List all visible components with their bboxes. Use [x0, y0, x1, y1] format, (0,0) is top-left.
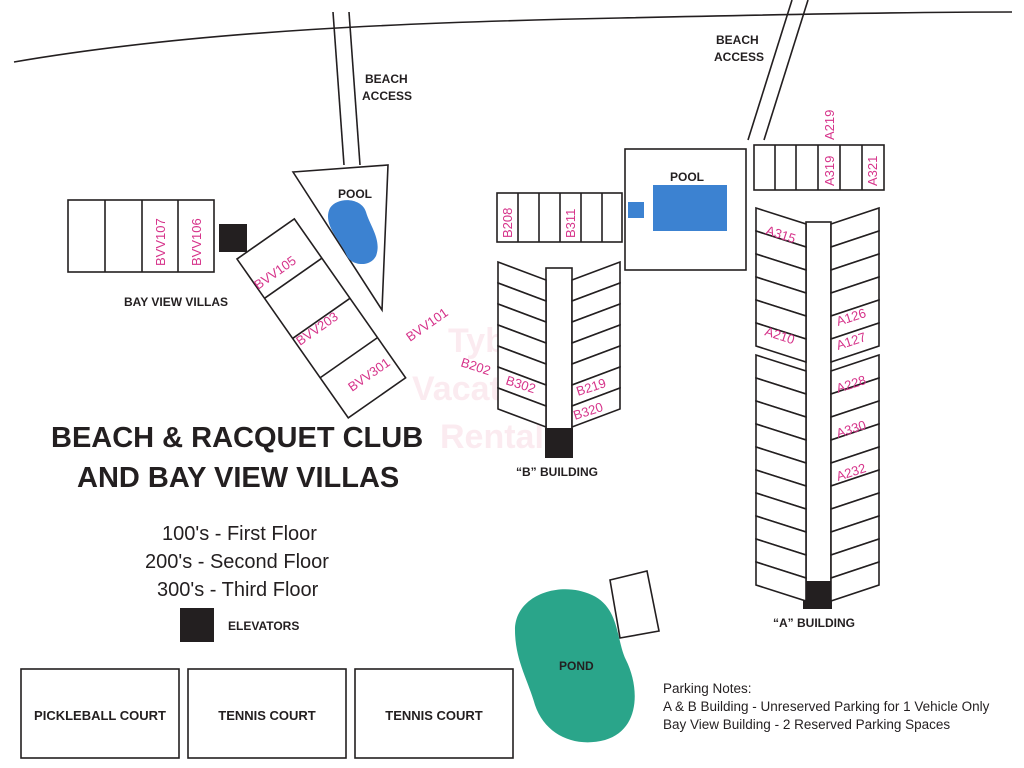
bay-view-villas-diagonal — [235, 217, 407, 420]
legend-second-floor: 200's - Second Floor — [145, 551, 329, 573]
pond-shelter — [609, 570, 660, 639]
parking-note-a-b: A & B Building - Unreserved Parking for … — [663, 699, 990, 714]
a-building-left-wing — [755, 206, 807, 603]
spa-middle — [628, 202, 644, 218]
elevator-b-building — [545, 428, 573, 458]
b-building-left-wing — [497, 260, 547, 429]
unit-b311: B311 — [563, 209, 578, 238]
a-building-unit — [830, 321, 880, 364]
a-building-right-wing — [830, 206, 880, 603]
court-tennis-1: TENNIS COURT — [187, 668, 347, 759]
pond-label: POND — [559, 659, 594, 673]
pool-west — [327, 200, 378, 265]
elevator-a-building — [803, 581, 832, 609]
unit-a321: A321 — [865, 156, 880, 186]
pool-label-west: POOL — [338, 187, 372, 201]
b-building-top-row: B208 B311 — [496, 192, 623, 243]
bvv-row-outline — [67, 199, 215, 273]
b-building-label: “B” BUILDING — [516, 465, 598, 479]
unit-bvv107: BVV107 — [153, 218, 168, 266]
unit-bvv106: BVV106 — [189, 218, 204, 266]
legend-elevator-swatch — [180, 608, 214, 642]
court-label-tennis-1: TENNIS COURT — [218, 708, 316, 723]
legend-first-floor: 100's - First Floor — [162, 523, 317, 545]
b-building-right-wing — [571, 260, 621, 429]
a-building-unit — [830, 560, 880, 603]
a-building-unit — [755, 560, 807, 603]
bay-view-villas-row: BVV107 BVV106 — [67, 199, 215, 273]
unit-a219: A219 — [822, 110, 837, 140]
pool-label-middle: POOL — [670, 170, 704, 184]
elevator-bay-view — [219, 224, 247, 252]
unit-a319: A319 — [822, 156, 837, 186]
parking-notes-title: Parking Notes: — [663, 681, 752, 696]
a-building-unit — [755, 321, 807, 364]
a-building-top-row: A319 A321 — [753, 144, 885, 191]
beach-access-path-west — [332, 11, 361, 166]
court-tennis-2: TENNIS COURT — [354, 668, 514, 759]
court-label-pickleball: PICKLEBALL COURT — [34, 708, 166, 723]
parking-note-bay-view: Bay View Building - 2 Reserved Parking S… — [663, 717, 950, 732]
beach-access-path-east — [747, 0, 809, 141]
bay-view-villas-label: BAY VIEW VILLAS — [124, 295, 228, 309]
map-title-line-1: BEACH & RACQUET CLUB — [51, 422, 423, 454]
court-pickleball: PICKLEBALL COURT — [20, 668, 180, 759]
beach-shoreline — [13, 11, 1013, 63]
legend-third-floor: 300's - Third Floor — [157, 579, 319, 601]
map-title-line-2: AND BAY VIEW VILLAS — [77, 462, 399, 494]
pool-middle — [653, 185, 727, 231]
legend-elevators-label: ELEVATORS — [228, 619, 299, 633]
a-building-label: “A” BUILDING — [773, 616, 855, 630]
pond — [515, 589, 635, 743]
b-building-spine — [545, 267, 573, 433]
unit-bvv101: BVV101 — [403, 305, 451, 345]
court-label-tennis-2: TENNIS COURT — [385, 708, 483, 723]
unit-b208: B208 — [500, 208, 515, 238]
a-building-spine — [805, 221, 832, 585]
